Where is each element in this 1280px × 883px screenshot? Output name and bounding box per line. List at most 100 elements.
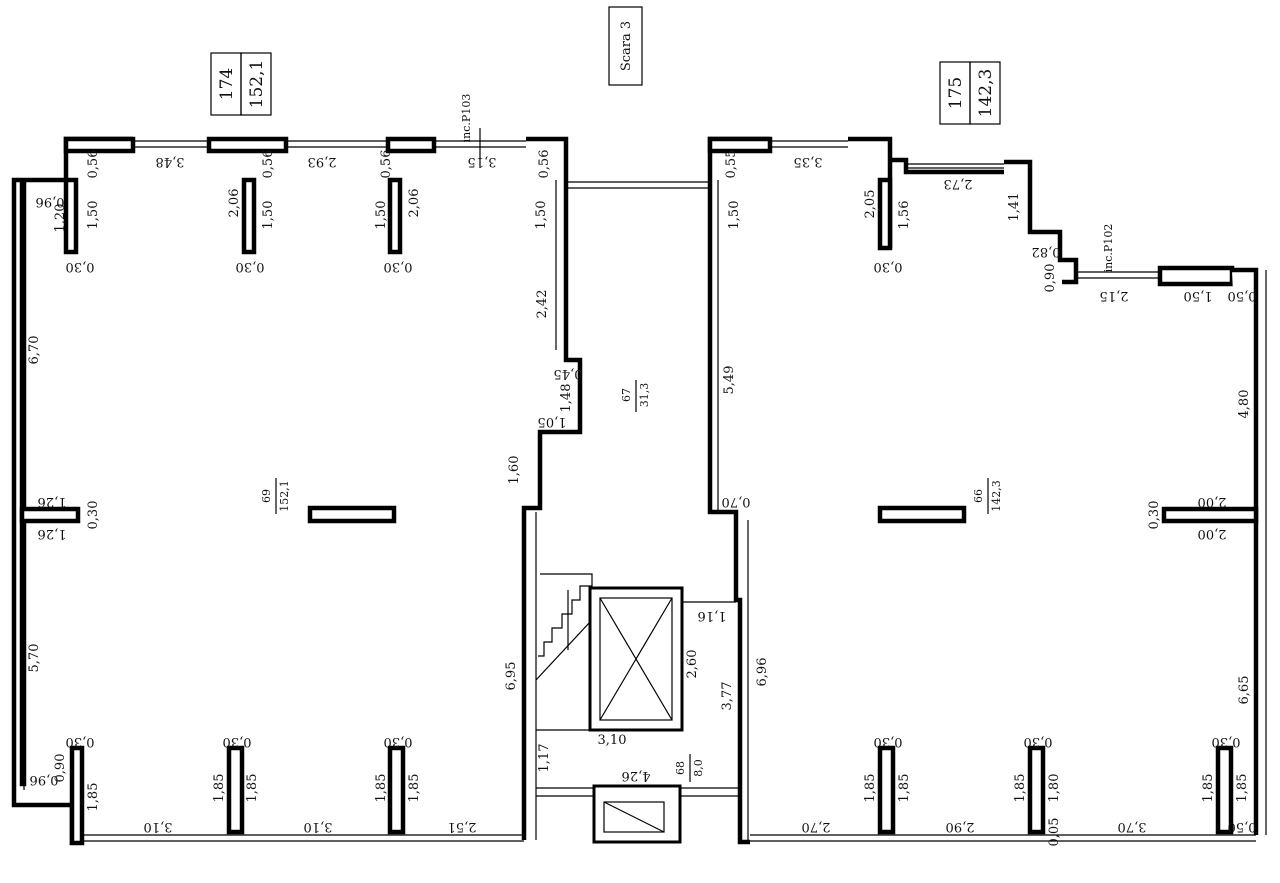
dim: 0,90 <box>53 754 68 783</box>
room-area: 152,1 <box>278 480 291 512</box>
pier-5 <box>241 177 257 255</box>
dim: 0,90 <box>1043 264 1058 293</box>
dim: 3,15 <box>468 154 497 169</box>
dim: 3,10 <box>144 819 173 834</box>
dim: 0,30 <box>1147 501 1162 530</box>
dim: 1,85 <box>897 774 912 803</box>
dim: 0,56 <box>379 150 394 179</box>
dim: 2,05 <box>863 190 878 219</box>
left-wall-stub <box>19 506 81 524</box>
dim: 0,30 <box>236 259 265 274</box>
room-area: 142,3 <box>990 480 1003 512</box>
dim: 2,60 <box>685 650 700 679</box>
room-label-68: 68 8,0 <box>674 754 705 782</box>
unit-area: 142,3 <box>976 69 996 118</box>
dimensions-vertical: 0,56 0,56 0,56 0,56 1,50 1,50 1,50 1,50 … <box>27 150 1252 847</box>
unit-tag-174: 174 152,1 <box>210 52 272 116</box>
stair-steps <box>538 573 593 657</box>
right-pier-2 <box>877 177 893 251</box>
dim: 0,30 <box>66 734 95 749</box>
dim: 0,30 <box>223 734 252 749</box>
dim: 1,85 <box>374 774 389 803</box>
dim: 6,65 <box>1237 676 1252 705</box>
dim: 2,51 <box>448 819 477 834</box>
staircase-label: Scara 3 <box>619 21 634 71</box>
right-room-stub <box>877 505 967 524</box>
window-mark-p102: inc.P102 <box>1102 224 1115 273</box>
unit-number: 174 <box>217 68 237 100</box>
dim: 0,45 <box>554 366 583 381</box>
walls <box>11 128 1267 846</box>
lift-cross-2 <box>599 597 673 721</box>
dim: 6,70 <box>27 336 42 365</box>
dim: 1,20 <box>53 204 68 233</box>
dim: 1,05 <box>538 414 567 429</box>
room-label-67: 67 31,3 <box>620 380 651 412</box>
pier-6 <box>387 177 403 255</box>
dim: 0,96 <box>30 772 59 787</box>
right-corridor-wall <box>707 136 770 845</box>
dim: 1,50 <box>1184 288 1213 303</box>
dim: 1,50 <box>727 201 742 230</box>
left-room-stub <box>307 505 397 524</box>
pier-2 <box>206 136 289 154</box>
room-label-66: 66 142,3 <box>972 478 1003 514</box>
dim: 0,55 <box>724 150 739 179</box>
dim: 0,30 <box>384 734 413 749</box>
window-mark-p103: inc.P103 <box>460 94 473 143</box>
staircase-tag: Scara 3 <box>608 6 643 86</box>
dim: 2,73 <box>944 176 973 191</box>
dim: 1,50 <box>261 201 276 230</box>
room-number: 69 <box>260 489 273 503</box>
dim: 0,56 <box>261 150 276 179</box>
dim: 1,85 <box>1235 774 1250 803</box>
dim: 0,30 <box>1024 734 1053 749</box>
dim: 2,06 <box>227 189 242 218</box>
dim: 3,10 <box>304 819 333 834</box>
dim: 1,85 <box>863 774 878 803</box>
dim: 0,30 <box>1212 734 1241 749</box>
dim: 0,96 <box>36 194 65 209</box>
dim: 1,85 <box>1013 774 1028 803</box>
dim: 3,77 <box>720 682 735 711</box>
dim: 3,35 <box>794 154 823 169</box>
right-pier-1 <box>707 136 773 154</box>
dim: 1,26 <box>38 526 67 541</box>
shaft-inner <box>603 801 665 833</box>
unit-area: 152,1 <box>247 60 267 109</box>
stair-left-wall <box>521 136 583 840</box>
dim: 0,56 <box>86 150 101 179</box>
dim: 6,96 <box>755 658 770 687</box>
room-area: 8,0 <box>692 759 705 777</box>
dim: 5,49 <box>722 366 737 395</box>
dim: 2,90 <box>946 819 975 834</box>
dim: 1,50 <box>86 201 101 230</box>
dim: 0,56 <box>537 150 552 179</box>
bottom-pier-5 <box>1027 745 1046 835</box>
dim: 2,93 <box>308 154 337 169</box>
bottom-pier-4 <box>877 745 896 835</box>
pier-1 <box>63 136 136 154</box>
room-number: 66 <box>972 489 985 503</box>
unit-tag-175: 175 142,3 <box>939 61 1001 125</box>
dim: 0,30 <box>66 259 95 274</box>
right-wall-stub <box>1161 506 1259 524</box>
dim: 0,30 <box>874 259 903 274</box>
dim: 0,70 <box>722 494 751 509</box>
bottom-pier-1 <box>69 745 85 846</box>
dim: 0,50 <box>1228 819 1257 834</box>
dim: 0,30 <box>874 734 903 749</box>
dim: 3,48 <box>156 154 185 169</box>
dim: 1,16 <box>698 608 727 623</box>
dim: 2,06 <box>407 189 422 218</box>
right-outer-wall <box>1232 267 1259 835</box>
dim: 5,70 <box>27 644 42 673</box>
dim: 2,70 <box>802 819 831 834</box>
dim: 4,26 <box>622 768 651 783</box>
dim: 1,85 <box>212 774 227 803</box>
dim: 1,26 <box>38 494 67 509</box>
dim: 2,42 <box>535 290 550 319</box>
unit-number: 175 <box>946 77 966 109</box>
dim-lift-width: 3,10 <box>598 733 627 748</box>
